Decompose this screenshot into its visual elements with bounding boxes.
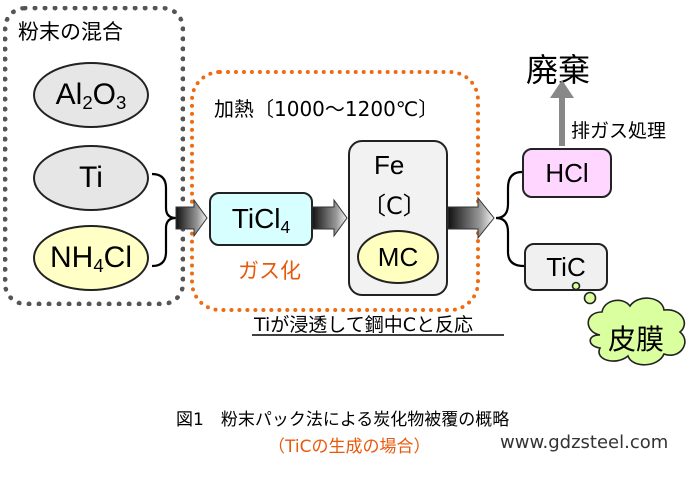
- film-label: 皮膜: [608, 323, 665, 356]
- cloud-bubble-small: [571, 281, 581, 291]
- hcl-box: HCl: [522, 148, 612, 198]
- nh4cl-ellipse: NH4Cl: [33, 225, 149, 291]
- tic-box: TiC: [524, 243, 608, 291]
- cloud-body: [587, 297, 686, 366]
- ticl4-formula: TiCl4: [231, 203, 291, 237]
- reaction-note: Tiが浸透して鋼中Cと反応: [254, 314, 473, 336]
- film-cloud: [571, 281, 686, 366]
- al2o3-formula: Al2O3: [55, 78, 127, 114]
- hcl-label: HCl: [545, 157, 589, 188]
- mc-ellipse: MC: [357, 230, 439, 284]
- heating-group: [190, 70, 480, 312]
- ticl4-box: TiCl4: [209, 192, 313, 246]
- heating-title: 加熱〔1000～1200℃〕: [214, 97, 439, 121]
- arrow-steel-to-products-icon: [447, 196, 495, 240]
- arrow-ticl4-to-steel-icon: [311, 198, 348, 238]
- gasification-label: ガス化: [238, 259, 301, 283]
- website-watermark: www.gdzsteel.com: [500, 432, 669, 453]
- powder-mix-group: [3, 6, 185, 306]
- exhaust-arrow-head-icon: [550, 80, 574, 98]
- arrow-mix-to-ticl4-icon: [175, 198, 208, 238]
- powder-mix-title: 粉末の混合: [18, 20, 123, 44]
- steel-c-label: 〔C〕: [362, 192, 427, 220]
- tic-label: TiC: [546, 251, 586, 282]
- ti-label: Ti: [79, 161, 103, 194]
- mix-bracket: [151, 172, 177, 268]
- ti-ellipse: Ti: [33, 145, 149, 211]
- products-brace: [495, 170, 525, 268]
- figure-subcaption: （TiCの生成の場合）: [268, 437, 431, 457]
- exhaust-treatment-label: 排ガス処理: [571, 120, 667, 142]
- al2o3-ellipse: Al2O3: [33, 62, 149, 128]
- disposal-label: 廃棄: [526, 51, 591, 89]
- mc-label: MC: [377, 241, 419, 272]
- steel-fe-label: Fe: [374, 150, 405, 180]
- figure-caption: 図1 粉末パック法による炭化物被覆の概略: [176, 410, 510, 430]
- nh4cl-formula: NH4Cl: [49, 241, 133, 277]
- cloud-bubble-medium: [583, 291, 597, 305]
